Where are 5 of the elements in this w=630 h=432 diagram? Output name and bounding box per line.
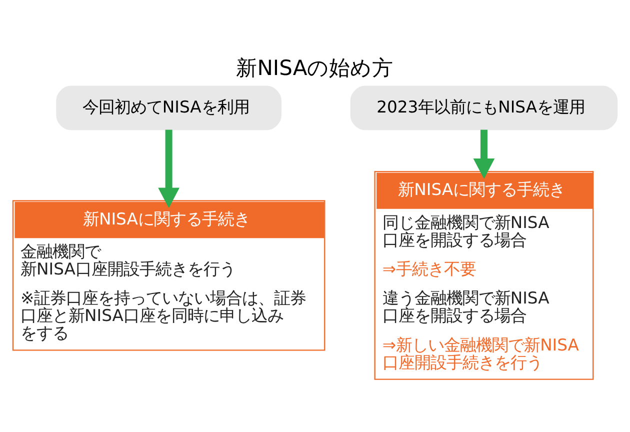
arrow [473,129,495,178]
node-box: 今回初めてNISAを利用 [56,85,282,130]
node-box: 2023年以前にもNISAを運用 [350,85,618,130]
arrow [158,129,180,208]
diagram-title: 新NISAの始め方 [236,54,394,80]
